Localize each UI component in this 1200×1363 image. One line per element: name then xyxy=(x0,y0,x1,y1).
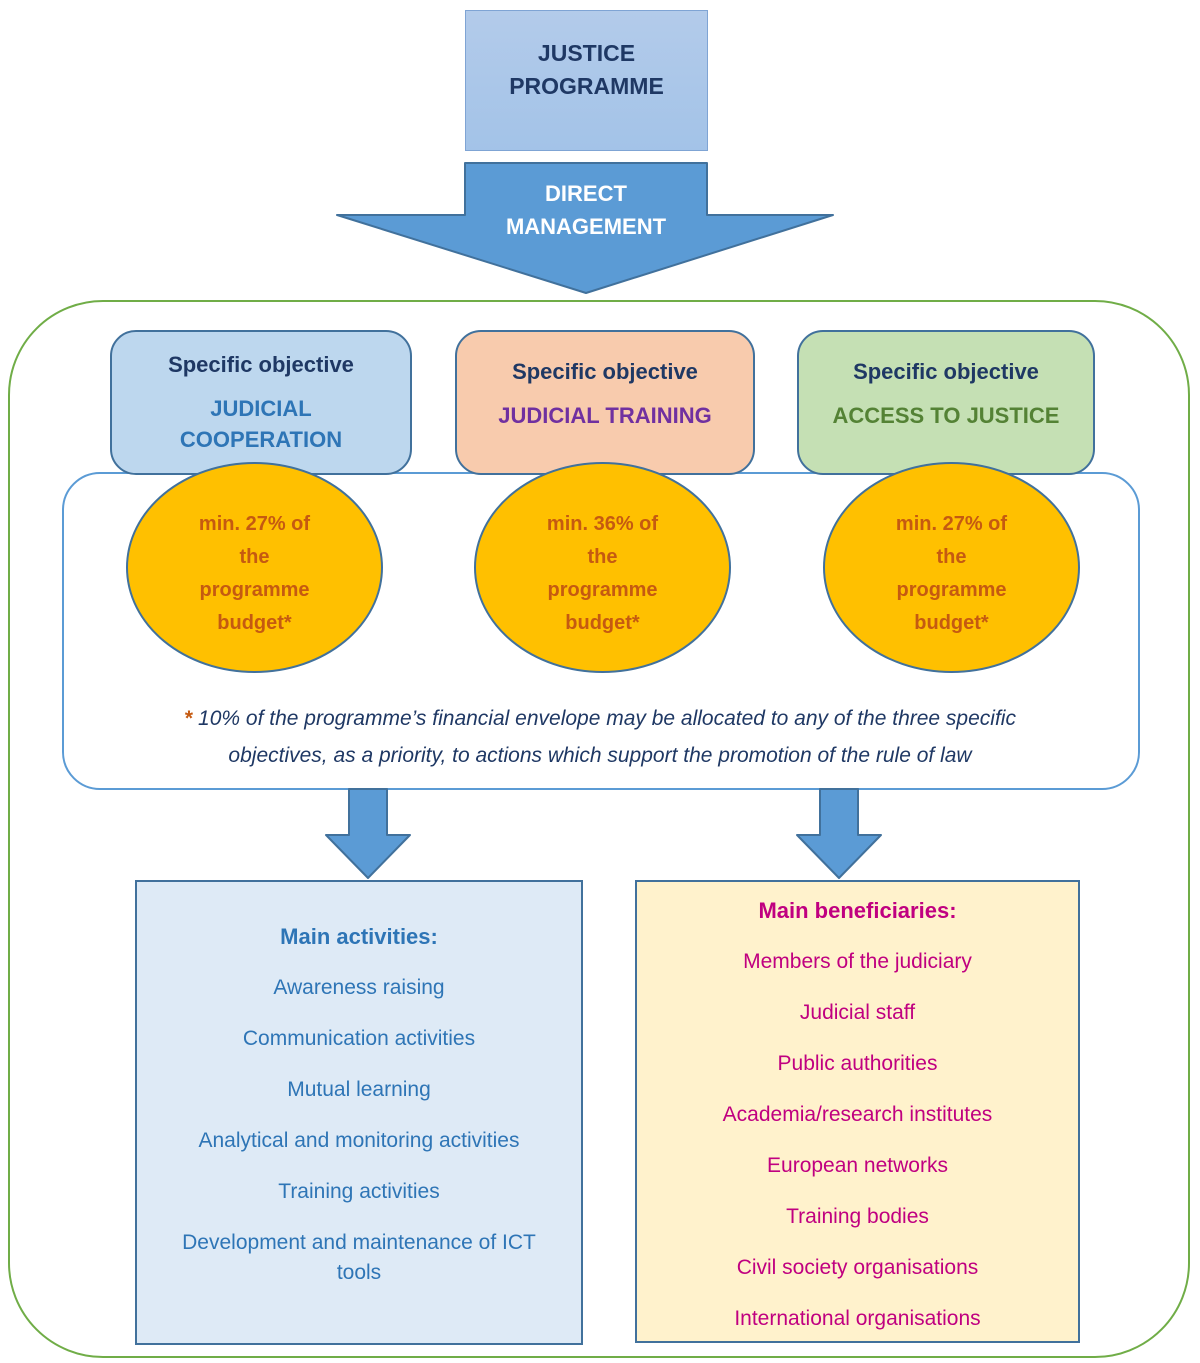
main-activities-heading: Main activities: xyxy=(280,924,438,949)
activities-arrow-icon xyxy=(325,788,411,879)
budget-text-line: budget* xyxy=(565,612,640,634)
budget-text-line: programme xyxy=(896,579,1007,601)
justice-programme-box: JUSTICE PROGRAMME xyxy=(465,10,708,151)
activity-item: Communication activities xyxy=(242,1027,476,1050)
budget-text-line: the xyxy=(587,546,618,568)
objective-box-judicial-cooperation: Specific objective JUDICIAL COOPERATION xyxy=(110,330,412,475)
activity-item: Mutual learning xyxy=(287,1078,431,1101)
main-beneficiaries-box: Main beneficiaries: Members of the judic… xyxy=(635,880,1080,1343)
objective-box-judicial-training: Specific objective JUDICIAL TRAINING xyxy=(455,330,755,475)
budget-text-line: budget* xyxy=(217,612,292,634)
objective-name: JUDICIAL COOPERATION xyxy=(179,396,343,452)
budget-text-line: programme xyxy=(547,579,658,601)
programme-title: JUSTICE PROGRAMME xyxy=(509,40,664,99)
beneficiary-item: International organisations xyxy=(734,1307,981,1330)
beneficiary-item: European networks xyxy=(767,1154,948,1177)
budget-text-line: the xyxy=(936,546,967,568)
budget-text-line: min. 27% of xyxy=(895,513,1008,535)
footnote-asterisk: * xyxy=(184,707,193,730)
budget-text-line: programme xyxy=(199,579,310,601)
direct-management-arrow-icon xyxy=(336,162,834,294)
activity-item: Development and maintenance of ICT tools xyxy=(182,1231,536,1284)
beneficiary-item: Academia/research institutes xyxy=(722,1103,993,1126)
objective-box-access-to-justice: Specific objective ACCESS TO JUSTICE xyxy=(797,330,1095,475)
budget-text-line: min. 36% of xyxy=(546,513,659,535)
objective-heading: Specific objective xyxy=(512,359,698,384)
budget-ellipse-judicial-training: min. 36% of the programme budget* xyxy=(474,462,731,673)
objective-name: ACCESS TO JUSTICE xyxy=(832,403,1060,428)
activity-item: Training activities xyxy=(278,1180,440,1203)
objective-heading: Specific objective xyxy=(853,359,1039,384)
activity-item: Awareness raising xyxy=(273,976,445,999)
footnote-text: 10% of the programme’s financial envelop… xyxy=(192,707,1016,767)
direct-management-label: DIRECT MANAGEMENT xyxy=(505,181,667,239)
objective-heading: Specific objective xyxy=(168,352,354,377)
beneficiary-item: Public authorities xyxy=(777,1052,938,1075)
budget-footnote: * 10% of the programme’s financial envel… xyxy=(135,700,1065,774)
beneficiary-item: Members of the judiciary xyxy=(743,950,972,973)
budget-text-line: min. 27% of xyxy=(198,513,311,535)
beneficiaries-arrow-icon xyxy=(796,788,882,879)
budget-ellipse-judicial-cooperation: min. 27% of the programme budget* xyxy=(126,462,383,673)
beneficiary-item: Judicial staff xyxy=(799,1001,916,1024)
budget-text-line: the xyxy=(239,546,270,568)
beneficiary-item: Training bodies xyxy=(786,1205,929,1228)
objective-name: JUDICIAL TRAINING xyxy=(498,403,712,428)
activity-item: Analytical and monitoring activities xyxy=(198,1129,520,1152)
main-beneficiaries-heading: Main beneficiaries: xyxy=(758,898,957,923)
beneficiary-item: Civil society organisations xyxy=(736,1256,979,1279)
budget-ellipse-access-to-justice: min. 27% of the programme budget* xyxy=(823,462,1080,673)
budget-text-line: budget* xyxy=(914,612,989,634)
